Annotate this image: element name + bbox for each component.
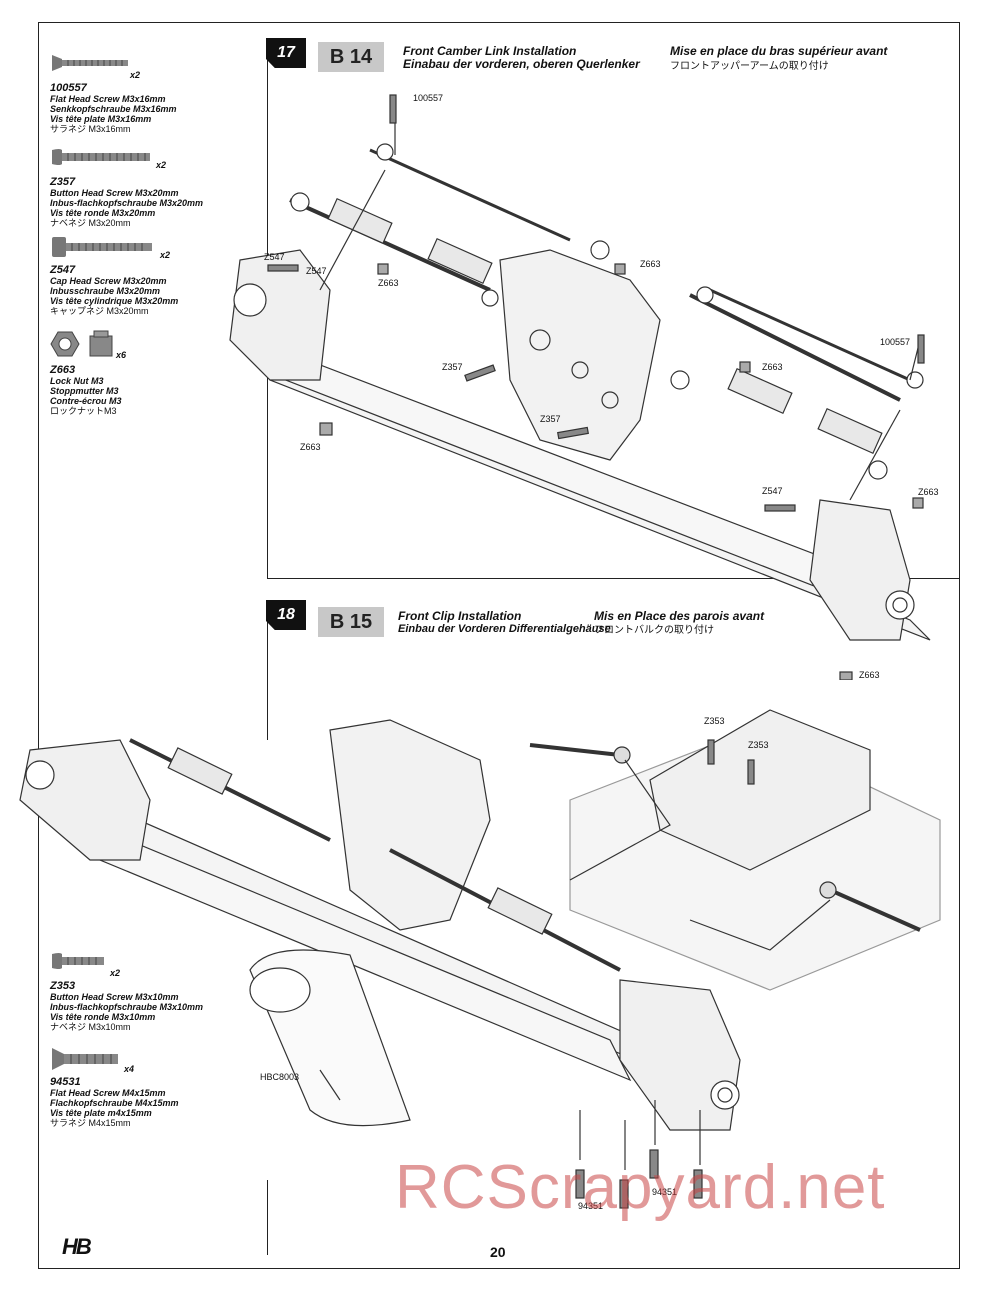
- part-name-jp: ロックナットM3: [50, 406, 117, 416]
- step18-divider-bottom: [267, 1180, 268, 1255]
- part-code: 100557: [50, 82, 87, 94]
- flat-head-screw-icon: [52, 55, 128, 71]
- part-name-jp: ナベネジ M3x20mm: [50, 218, 131, 228]
- part-name-fr: Contre-écrou M3: [50, 396, 122, 406]
- step17-number: 17: [266, 38, 306, 68]
- callout-z357: Z357: [442, 362, 463, 372]
- part-name-fr: Vis tête ronde M3x20mm: [50, 208, 156, 218]
- callout-z663: Z663: [640, 259, 661, 269]
- callout-94351: 94351: [652, 1187, 678, 1197]
- part-name-en: Flat Head Screw M3x16mm: [50, 94, 166, 104]
- button-head-screw-icon: [52, 953, 104, 969]
- part-code: Z663: [50, 364, 76, 376]
- step17-title-fr: Mise en place du bras supérieur avant: [670, 44, 888, 58]
- callout-z547: Z547: [306, 266, 327, 276]
- part-100557: x2 100557 Flat Head Screw M3x16mm Senkko…: [50, 52, 235, 134]
- part-name-en: Button Head Screw M3x20mm: [50, 188, 179, 198]
- part-z663: x6 Z663 Lock Nut M3 Stoppmutter M3 Contr…: [50, 330, 235, 416]
- part-qty: x2: [160, 250, 171, 260]
- step18-title-de: Einbau der Vorderen Differentialgehäuse: [398, 623, 611, 635]
- part-name-fr: Vis tête ronde M3x10mm: [50, 1012, 156, 1022]
- step-separator: [267, 578, 960, 579]
- step17-title-de: Einabau der vorderen, oberen Querlenker: [403, 57, 640, 71]
- part-name-en: Cap Head Screw M3x20mm: [50, 276, 167, 286]
- part-qty: x4: [124, 1064, 135, 1074]
- cap-head-screw-icon: [52, 237, 152, 257]
- part-name-jp: ナベネジ M3x10mm: [50, 1022, 131, 1032]
- part-name-fr: Vis tête plate m4x15mm: [50, 1108, 152, 1118]
- part-name-jp: キャップネジ M3x20mm: [50, 306, 149, 316]
- step17-code: B 14: [318, 42, 384, 72]
- step18-code: B 15: [318, 607, 384, 637]
- part-name-de: Flachkopfschraube M4x15mm: [50, 1098, 179, 1108]
- lock-nut-icon: [50, 330, 113, 357]
- part-z353: x2 Z353 Button Head Screw M3x10mm Inbus-…: [50, 950, 235, 1032]
- part-code: Z353: [50, 980, 76, 992]
- watermark: RCScrapyard.net: [395, 1153, 886, 1222]
- flat-head-screw-icon: [52, 1048, 118, 1070]
- callout-z663: Z663: [762, 362, 783, 372]
- part-qty: x2: [130, 70, 141, 80]
- step17-title-en: Front Camber Link Installation: [403, 44, 577, 58]
- part-name-de: Inbus-flachkopfschraube M3x20mm: [50, 198, 204, 208]
- part-name-en: Lock Nut M3: [50, 376, 104, 386]
- part-z357: x2 Z357 Button Head Screw M3x20mm Inbus-…: [50, 146, 235, 228]
- part-qty: x2: [156, 160, 167, 170]
- step17-title-jp: フロントアッパーアームの取り付け: [670, 61, 829, 72]
- callout-z663: Z663: [859, 670, 880, 680]
- part-qty: x6: [116, 350, 127, 360]
- callout-hbc8003: HBC8003: [260, 1072, 300, 1082]
- callout-z353: Z353: [748, 740, 769, 750]
- part-name-de: Inbusschraube M3x20mm: [50, 286, 161, 296]
- callout-z663: Z663: [918, 487, 939, 497]
- part-name-de: Senkkopfschraube M3x16mm: [50, 104, 177, 114]
- part-code: 94531: [50, 1076, 81, 1088]
- callout-z547: Z547: [264, 252, 285, 262]
- part-name-fr: Vis tête plate M3x16mm: [50, 114, 152, 124]
- part-name-en: Flat Head Screw M4x15mm: [50, 1088, 166, 1098]
- callout-100557: 100557: [413, 93, 444, 103]
- part-94531: x4 94531 Flat Head Screw M4x15mm Flachko…: [50, 1046, 235, 1128]
- step18-title-en: Front Clip Installation: [398, 609, 522, 623]
- step18-diagram: [19, 709, 941, 1209]
- callout-100557: 100557: [880, 337, 911, 347]
- part-qty: x2: [110, 968, 121, 978]
- step17-diagram: [229, 94, 931, 680]
- step18-title-jp: フロントバルクの取り付け: [594, 625, 714, 636]
- step18-number: 18: [266, 600, 306, 630]
- part-code: Z547: [50, 264, 76, 276]
- part-name-jp: サラネジ M4x15mm: [50, 1118, 131, 1128]
- button-head-screw-icon: [52, 149, 150, 165]
- callout-94351: 94351: [578, 1201, 604, 1211]
- callout-z663: Z663: [300, 442, 321, 452]
- part-code: Z357: [50, 176, 76, 188]
- callout-z353: Z353: [704, 716, 725, 726]
- callout-z547: Z547: [762, 486, 783, 496]
- part-z547: x2 Z547 Cap Head Screw M3x20mm Inbusschr…: [50, 234, 235, 316]
- callout-z357: Z357: [540, 414, 561, 424]
- part-name-de: Inbus-flachkopfschraube M3x10mm: [50, 1002, 204, 1012]
- step18-title-fr: Mis en Place des parois avant: [594, 609, 765, 623]
- part-name-de: Stoppmutter M3: [50, 386, 119, 396]
- page-number: 20: [490, 1244, 506, 1260]
- hb-logo: HB: [62, 1234, 92, 1259]
- part-name-fr: Vis tête cylindrique M3x20mm: [50, 296, 179, 306]
- callout-z663: Z663: [378, 278, 399, 288]
- page-frame: [38, 22, 960, 1269]
- step18-divider: [267, 600, 268, 740]
- part-name-en: Button Head Screw M3x10mm: [50, 992, 179, 1002]
- part-name-jp: サラネジ M3x16mm: [50, 124, 131, 134]
